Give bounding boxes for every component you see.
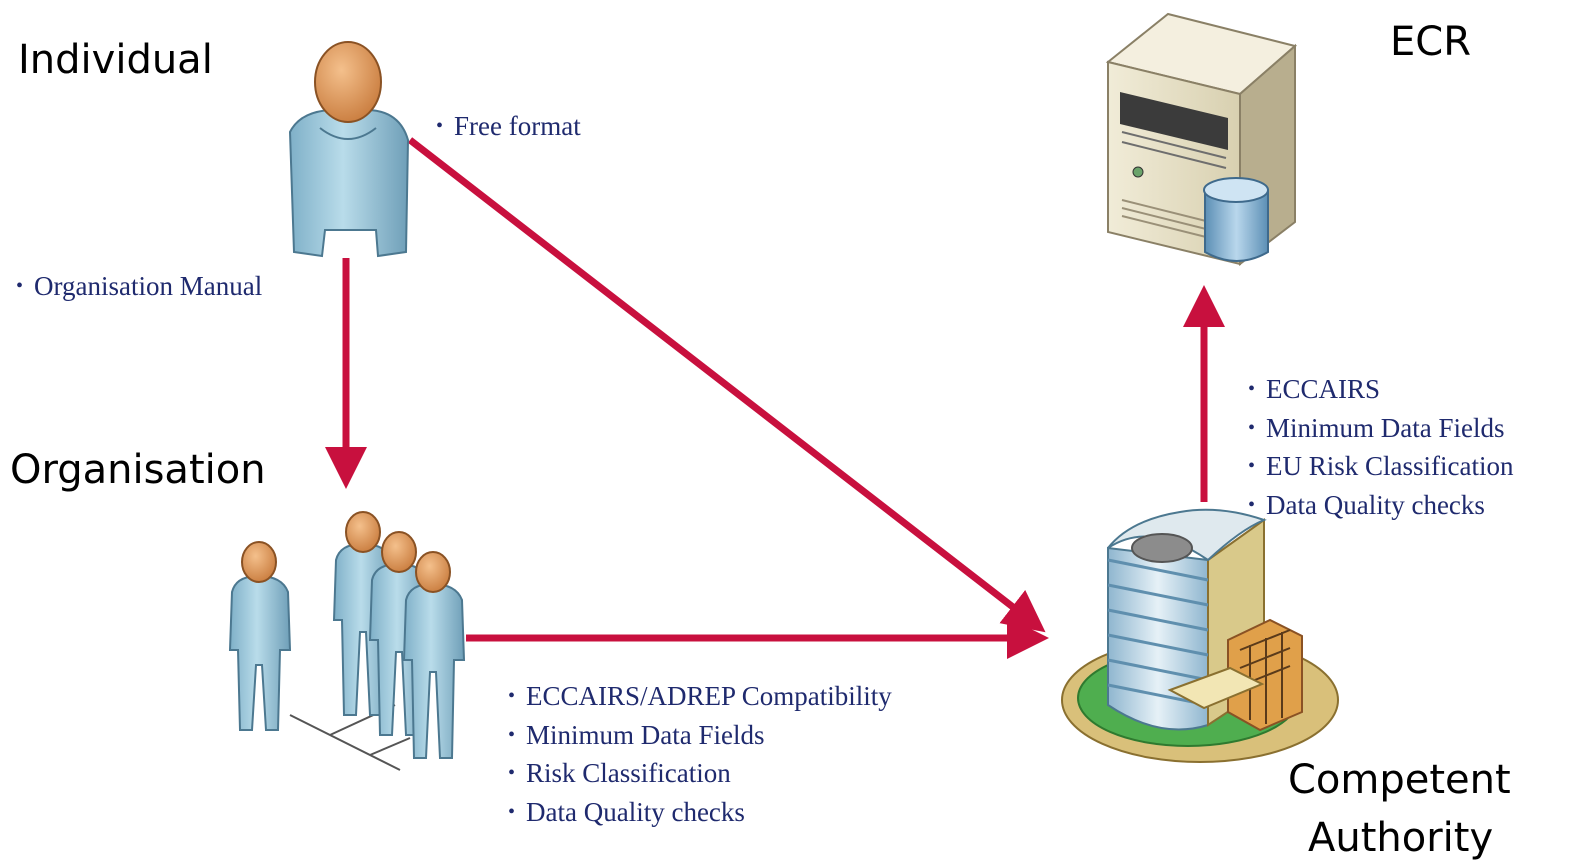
node-label-organisation: Organisation bbox=[10, 447, 266, 493]
edge-note: Minimum Data Fields bbox=[508, 716, 892, 755]
node-label-individual: Individual bbox=[18, 37, 213, 83]
edge-note: EU Risk Classification bbox=[1248, 447, 1513, 486]
edge-note: Risk Classification bbox=[508, 754, 892, 793]
arrow-individual-to-authority bbox=[407, 137, 1046, 633]
edge-note: ECCAIRS/ADREP Compatibility bbox=[508, 677, 892, 716]
building-icon bbox=[1061, 508, 1339, 763]
node-label-ecr: ECR bbox=[1390, 19, 1471, 65]
edge-note: Organisation Manual bbox=[16, 267, 262, 306]
edge-notes-individual-to-organisation: Organisation Manual bbox=[16, 267, 262, 306]
edge-note: Data Quality checks bbox=[1248, 486, 1513, 525]
edge-note: ECCAIRS bbox=[1248, 370, 1513, 409]
node-label-competent: Competent bbox=[1288, 757, 1511, 803]
edge-notes-individual-to-authority: Free format bbox=[436, 107, 581, 146]
edge-notes-organisation-to-authority: ECCAIRS/ADREP Compatibility Minimum Data… bbox=[508, 677, 892, 831]
edge-note: Free format bbox=[436, 107, 581, 146]
edge-note: Data Quality checks bbox=[508, 793, 892, 832]
group-icon bbox=[228, 511, 466, 771]
person-icon bbox=[288, 41, 410, 258]
database-icon bbox=[1203, 177, 1269, 262]
edge-note: Minimum Data Fields bbox=[1248, 409, 1513, 448]
edge-notes-authority-to-ecr: ECCAIRS Minimum Data Fields EU Risk Clas… bbox=[1248, 370, 1513, 524]
node-label-authority: Authority bbox=[1308, 815, 1494, 861]
